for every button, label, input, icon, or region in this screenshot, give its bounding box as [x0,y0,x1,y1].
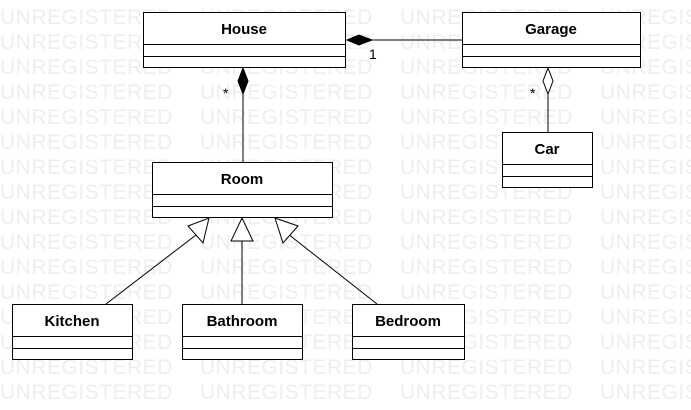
class-bathroom[interactable]: Bathroom [182,304,303,360]
class-house[interactable]: House [143,12,346,68]
watermark-text: UNREGISTERED [400,206,573,229]
watermark-text: UNREGISTERED [0,256,173,279]
watermark-text: UNREGISTERED [200,381,373,404]
watermark-text: UNREGISTERED [600,256,691,279]
watermark-text: UNREGISTERED [600,156,691,179]
watermark-text: UNREGISTERED [600,331,691,354]
watermark-text: UNREGISTERED [400,281,573,304]
relationship-edges [105,34,554,305]
class-name-car: Car [534,141,559,158]
watermark-text: UNREGISTERED [600,81,691,104]
watermark-text: UNREGISTERED [0,381,173,404]
generalization-arrow-bedroom [274,217,299,244]
edge-kitchen-room [105,234,197,305]
multiplicity-house-garage: 1 [369,46,377,62]
composition-diamond-house-room [237,66,249,96]
watermark-text: UNREGISTERED [400,231,573,254]
class-name-bathroom: Bathroom [207,313,278,330]
generalization-arrow-kitchen [187,217,210,245]
watermark-text: UNREGISTERED [600,131,691,154]
watermark-text: UNREGISTERED [600,231,691,254]
watermark-text: UNREGISTERED [0,356,173,379]
class-garage[interactable]: Garage [462,12,641,68]
watermark-text: UNREGISTERED [400,381,573,404]
multiplicity-garage-car: * [530,85,536,101]
watermark-text: UNREGISTERED [400,81,573,104]
watermark-text: UNREGISTERED [200,281,373,304]
watermark-text: UNREGISTERED [0,106,173,129]
class-kitchen[interactable]: Kitchen [12,304,133,360]
watermark-text: UNREGISTERED [0,81,173,104]
watermark-text: UNREGISTERED [400,106,573,129]
watermark-text: UNREGISTERED [0,156,173,179]
class-room[interactable]: Room [152,162,333,218]
class-bedroom[interactable]: Bedroom [352,304,465,360]
class-name-garage: Garage [525,21,577,38]
class-car[interactable]: Car [502,132,593,188]
watermark-text: UNREGISTERED [0,281,173,304]
watermark-text: UNREGISTERED [600,381,691,404]
watermark-text: UNREGISTERED [0,56,173,79]
generalization-arrow-bathroom [230,216,254,242]
class-name-room: Room [221,171,264,188]
edge-bedroom-room [287,233,378,305]
watermark-text: UNREGISTERED [0,6,173,29]
watermark-text: UNREGISTERED [0,206,173,229]
composition-diamond-house-garage [345,34,374,46]
class-name-bedroom: Bedroom [375,313,441,330]
watermark-text: UNREGISTERED [0,131,173,154]
watermark-text: UNREGISTERED [600,356,691,379]
watermark-text: UNREGISTERED [600,106,691,129]
aggregation-diamond-garage-car [542,66,554,96]
watermark-text: UNREGISTERED [200,356,373,379]
watermark-text: UNREGISTERED [200,106,373,129]
watermark-text: UNREGISTERED [400,356,573,379]
multiplicity-house-room: * [223,85,229,101]
watermark-text: UNREGISTERED [200,131,373,154]
watermark-text: UNREGISTERED [200,256,373,279]
watermark-text: UNREGISTERED [0,231,173,254]
watermark-text: UNREGISTERED [400,256,573,279]
class-name-kitchen: Kitchen [44,313,99,330]
watermark-text: UNREGISTERED [600,281,691,304]
class-name-house: House [221,21,267,38]
watermark-text: UNREGISTERED [600,181,691,204]
watermark-text: UNREGISTERED [0,31,173,54]
watermark-text: UNREGISTERED [600,306,691,329]
watermark-text: UNREGISTERED [0,181,173,204]
watermark-text: UNREGISTERED [600,206,691,229]
